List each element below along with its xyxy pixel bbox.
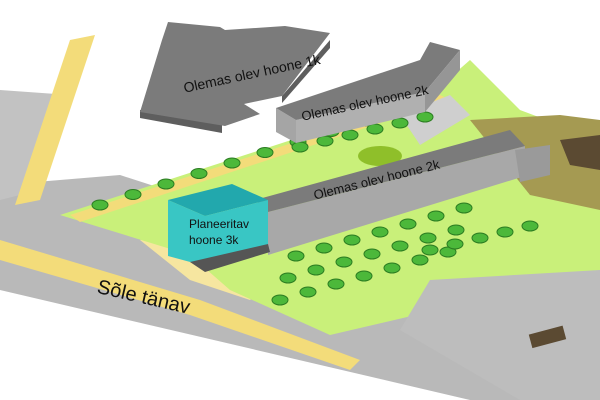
- tree-icon: [316, 135, 334, 147]
- tree-icon: [355, 270, 373, 282]
- tree-icon: [391, 117, 409, 129]
- tree-icon: [521, 220, 539, 232]
- building-2k-south-top: [255, 130, 525, 212]
- tree-icon: [391, 240, 409, 252]
- building-1k-side: [140, 110, 222, 133]
- tree-icon: [363, 248, 381, 260]
- tree-icon: [279, 272, 297, 284]
- tree-icon: [427, 210, 445, 222]
- tree-icon: [335, 256, 353, 268]
- tree-icon: [455, 202, 473, 214]
- sidewalk-street: [0, 240, 360, 370]
- tree-icon: [496, 226, 514, 238]
- tree-icon: [341, 129, 359, 141]
- label-planned-building-line2: hoone 3k: [189, 233, 239, 247]
- tree-icon: [271, 294, 289, 306]
- tree-icon: [327, 278, 345, 290]
- sidewalk-left: [15, 35, 95, 205]
- building-2k-south-annex: [515, 145, 550, 182]
- tree-icon: [371, 226, 389, 238]
- plaza: [400, 95, 470, 145]
- tree-icon: [256, 147, 274, 158]
- tree-icon: [446, 238, 464, 250]
- building-2k-north-end: [425, 50, 460, 112]
- planned-building-3k-base: [190, 244, 270, 272]
- tree-icon: [419, 232, 437, 244]
- dark-brown-area: [560, 135, 600, 170]
- building-2k-north-front: [276, 108, 296, 143]
- tree-icon: [91, 199, 109, 211]
- tree-icon: [307, 264, 325, 276]
- tree-icon: [190, 168, 208, 179]
- tree-icon: [343, 234, 361, 246]
- tree-icon: [157, 178, 175, 190]
- dark-parking: [528, 325, 567, 349]
- tree-icon: [411, 254, 429, 266]
- tree-icon: [223, 157, 241, 169]
- tree-icon: [315, 242, 333, 254]
- tree-icon: [421, 244, 439, 256]
- building-2k-north-top: [276, 42, 460, 120]
- planned-building-3k-top: [168, 184, 268, 216]
- tree-icon: [383, 262, 401, 274]
- tree-icon: [447, 224, 465, 236]
- tree-icon: [291, 141, 309, 153]
- tree-icon: [299, 286, 317, 298]
- building-2k-south-side: [268, 146, 525, 255]
- tree-icon: [399, 218, 417, 230]
- tree-icon: [471, 232, 489, 244]
- tree-icon: [416, 111, 434, 123]
- label-planned-building-line1: Planeeritav: [189, 217, 250, 231]
- tree-icon: [124, 189, 142, 200]
- tree-icon: [366, 123, 384, 135]
- planned-building-3k-front: [168, 200, 268, 266]
- building-2k-north-side: [296, 92, 425, 143]
- tree-icon: [287, 250, 305, 262]
- building-1k-side2: [282, 40, 330, 103]
- building-1k-top: [140, 22, 330, 126]
- lower-road: [400, 270, 600, 400]
- lawn-circle: [358, 146, 402, 166]
